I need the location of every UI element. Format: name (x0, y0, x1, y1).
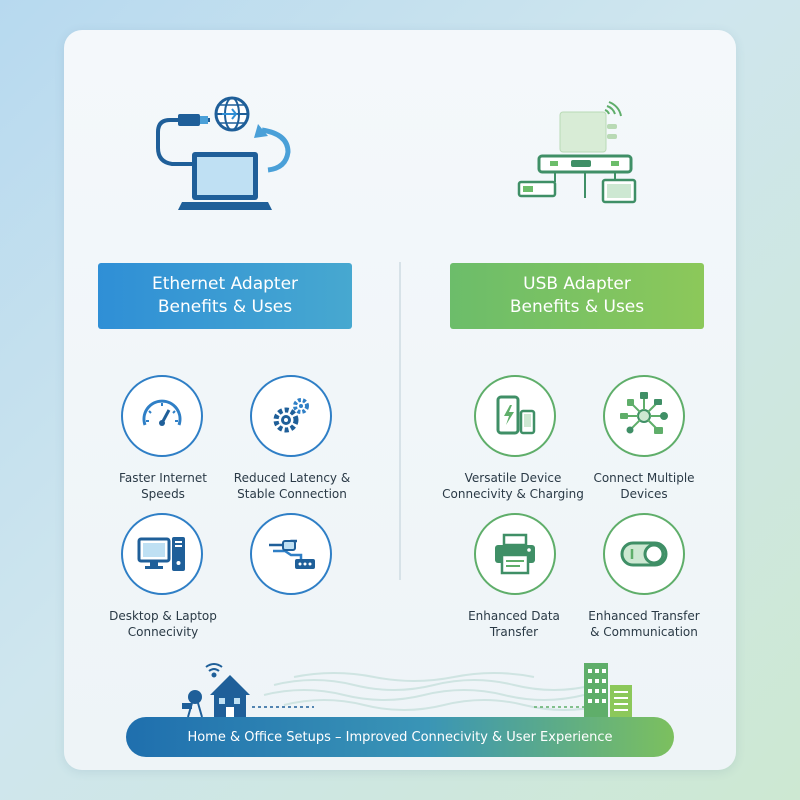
office-building-icon (584, 663, 632, 719)
multi-device-hub-icon (620, 392, 668, 434)
label-line: Stable Connection (237, 487, 347, 501)
usb-item-2-label: Connect Multiple Devices (569, 470, 719, 502)
usb-item-3-label: Enhanced Data Transfer (439, 608, 589, 640)
label-line: Reduced Latency & (233, 471, 351, 485)
speedometer-icon (142, 399, 182, 426)
label-line: & Communication (590, 625, 698, 639)
printer-icon (495, 533, 535, 575)
label-line: Transfer (489, 625, 539, 639)
house-icon (210, 675, 250, 719)
usb-item-1-label: Versatile Device Connecivity & Charging (438, 470, 588, 502)
ethernet-item-2-circle (250, 375, 332, 457)
bottom-banner: Home & Office Setups – Improved Conneciv… (126, 717, 674, 757)
usb-item-4-circle (603, 513, 685, 595)
toggle-switch-icon (620, 541, 668, 567)
desktop-computer-icon (137, 537, 185, 571)
wave-decoration (263, 672, 605, 711)
usb-item-2-circle (603, 375, 685, 457)
ethernet-item-1-circle (121, 375, 203, 457)
usb-item-1-circle (474, 375, 556, 457)
usb-hub-illustration-icon (517, 101, 637, 204)
ethernet-item-1-label: Faster Internet Speeds (88, 470, 238, 502)
label-line: Speeds (141, 487, 185, 501)
column-divider (399, 262, 401, 580)
label-line: Devices (620, 487, 668, 501)
usb-header-line1: USB Adapter (523, 274, 631, 294)
city-scene-illustration (182, 663, 632, 719)
ethernet-header: Ethernet Adapter Benefits & Uses (98, 263, 352, 329)
label-line: Connect Multiple (593, 471, 695, 485)
banner-text: Home & Office Setups – Improved Conneciv… (187, 729, 613, 745)
label-line: Connecivity & Charging (442, 487, 584, 501)
wifi-signal-icon (205, 663, 223, 678)
label-line: Enhanced Data (468, 609, 560, 623)
label-line: Faster Internet (119, 471, 207, 485)
ethernet-laptop-illustration-icon (156, 96, 291, 210)
network-adapter-icon (269, 539, 315, 569)
usb-item-3-circle (474, 513, 556, 595)
usb-header: USB Adapter Benefits & Uses (450, 263, 704, 329)
usb-item-4-label: Enhanced Transfer & Communication (569, 608, 719, 640)
label-line: Desktop & Laptop (109, 609, 217, 623)
ethernet-header-line2: Benefits & Uses (157, 297, 293, 317)
usb-header-line2: Benefits & Uses (509, 297, 645, 317)
ethernet-header-line1: Ethernet Adapter (151, 274, 299, 294)
ethernet-item-3-circle (121, 513, 203, 595)
ethernet-item-4-circle (250, 513, 332, 595)
label-line: Connecivity (127, 625, 199, 639)
label-line: Versatile Device (464, 471, 562, 485)
ethernet-item-2-label: Reduced Latency & Stable Connection (217, 470, 367, 502)
water-tower-icon (182, 690, 203, 718)
label-line: Enhanced Transfer (588, 609, 700, 623)
ethernet-item-3-label: Desktop & Laptop Connecivity (88, 608, 238, 640)
gears-icon (273, 398, 309, 433)
phone-charging-icon (496, 395, 536, 435)
